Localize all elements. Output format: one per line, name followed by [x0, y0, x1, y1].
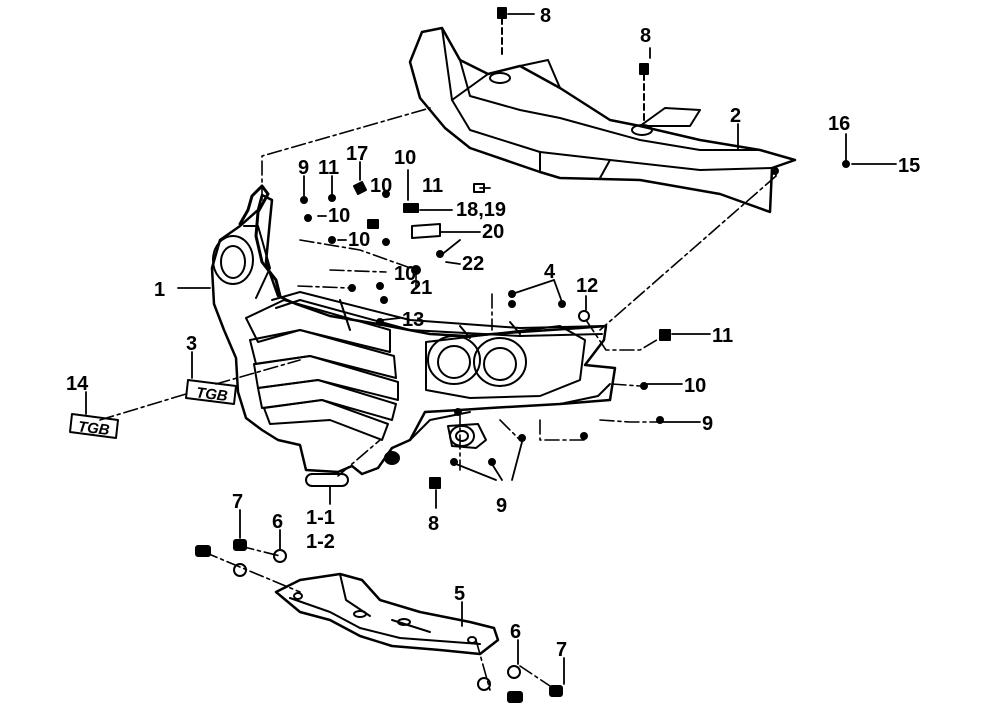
label-6-right: 6 — [510, 621, 521, 643]
label-17: 17 — [346, 143, 368, 165]
label-1: 1 — [154, 279, 165, 301]
emblem-3-text: TGB — [195, 384, 229, 405]
assembly-lines — [99, 107, 777, 691]
label-7-right: 7 — [556, 639, 567, 661]
label-9-top: 9 — [298, 157, 309, 179]
callouts: 8 8 2 16 15 9 11 17 10 10 11 18,19 10 10… — [66, 5, 920, 661]
label-1-2: 1-2 — [306, 531, 335, 553]
label-10-left: 10 — [328, 205, 350, 227]
emblem-14-text: TGB — [77, 418, 111, 439]
label-14: 14 — [66, 373, 89, 395]
label-13: 13 — [402, 309, 424, 331]
label-10-top: 10 — [394, 147, 416, 169]
label-10-center: 10 — [394, 263, 416, 285]
label-6-left: 6 — [272, 511, 283, 533]
label-3: 3 — [186, 333, 197, 355]
front-bumper-body — [210, 184, 617, 476]
label-18-19: 18,19 — [456, 199, 506, 221]
label-21: 21 — [410, 277, 432, 299]
label-2: 2 — [730, 105, 741, 127]
label-8-rack: 8 — [640, 25, 651, 47]
emblem-parts — [69, 379, 349, 487]
label-10-lower: 10 — [348, 229, 370, 251]
label-8-bottom: 8 — [428, 513, 439, 535]
label-9-right: 9 — [702, 413, 713, 435]
skid-plate — [274, 572, 500, 656]
label-1-1: 1-1 — [306, 507, 335, 529]
label-5: 5 — [454, 583, 465, 605]
label-16: 16 — [828, 113, 850, 135]
emblem-lettering: TGB TGB — [77, 384, 229, 439]
label-11-right: 11 — [712, 325, 733, 347]
label-20: 20 — [482, 221, 504, 243]
label-12: 12 — [576, 275, 598, 297]
label-4: 4 — [544, 261, 556, 283]
label-8-top: 8 — [540, 5, 551, 27]
label-9-bottom: 9 — [496, 495, 507, 517]
label-10-mid: 10 — [370, 175, 392, 197]
label-11-top: 11 — [318, 157, 339, 179]
leader-lines — [85, 13, 897, 685]
label-7-left: 7 — [232, 491, 243, 513]
label-22: 22 — [462, 253, 484, 275]
label-15: 15 — [898, 155, 920, 177]
label-10-right: 10 — [684, 375, 706, 397]
label-11-mid: 11 — [422, 175, 443, 197]
